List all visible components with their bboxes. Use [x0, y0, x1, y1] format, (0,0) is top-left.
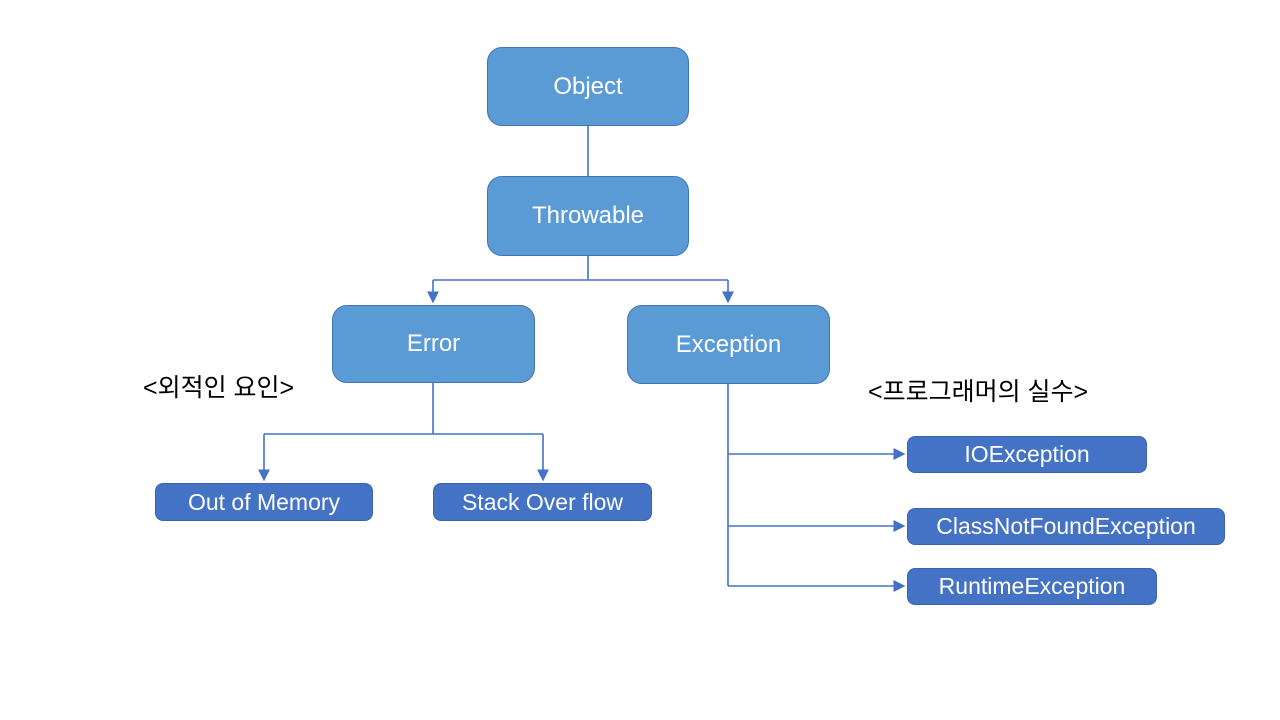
node-throwable: Throwable — [487, 176, 689, 256]
node-object-label: Object — [553, 72, 623, 100]
node-io-exception-label: IOException — [964, 441, 1090, 467]
node-out-of-memory-label: Out of Memory — [187, 488, 341, 515]
node-exception-label: Exception — [675, 330, 782, 358]
node-throwable-label: Throwable — [531, 202, 645, 229]
node-stack-over-flow-label: Stack Over flow — [461, 488, 624, 515]
annotation-external-factors: <외적인 요인> — [143, 374, 295, 402]
annotation-programmer-mistake: <프로그래머의 실수> — [868, 378, 1089, 406]
node-stack-over-flow: Stack Over flow — [433, 483, 652, 521]
node-object: Object — [487, 47, 689, 126]
node-runtime-exception: RuntimeException — [907, 568, 1157, 605]
node-error: Error — [332, 305, 535, 383]
node-runtime-exception-label: RuntimeException — [938, 573, 1126, 599]
node-io-exception: IOException — [907, 436, 1147, 473]
node-class-not-found-exception-label: ClassNotFoundException — [936, 513, 1196, 539]
node-out-of-memory: Out of Memory — [155, 483, 373, 521]
node-error-label: Error — [406, 330, 461, 357]
node-class-not-found-exception: ClassNotFoundException — [907, 508, 1225, 545]
node-exception: Exception — [627, 305, 830, 384]
